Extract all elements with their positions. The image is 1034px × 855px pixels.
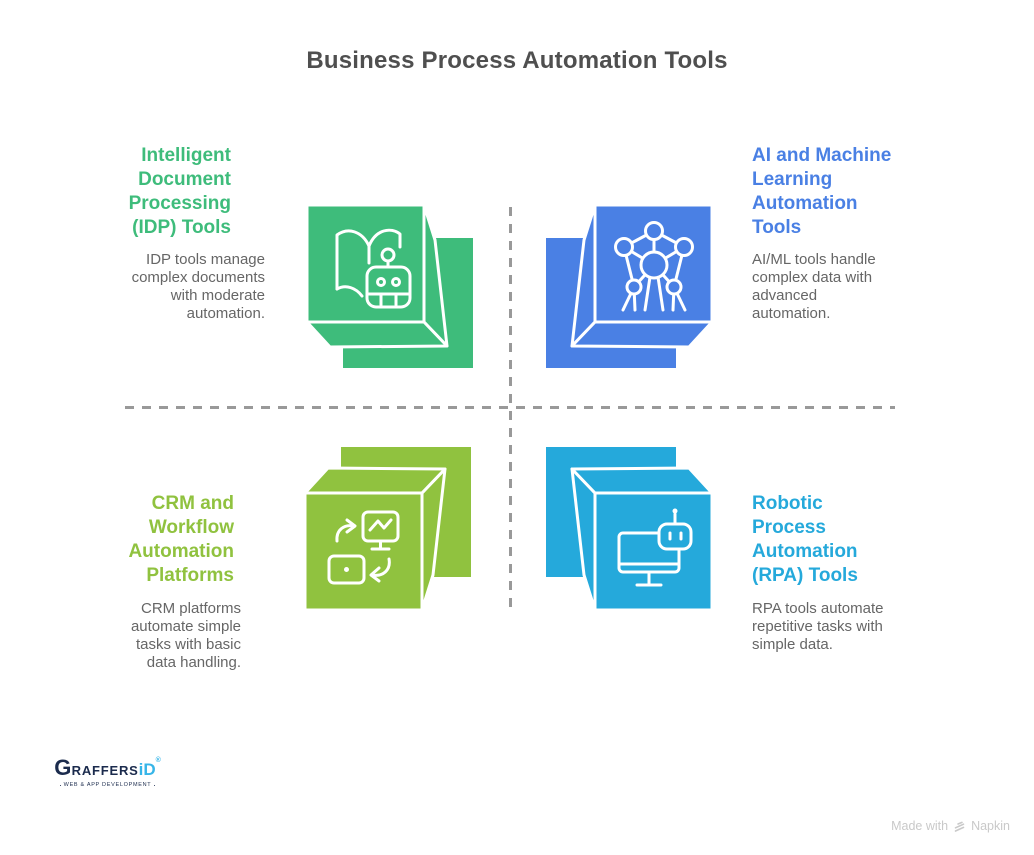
- logo-name: RAFFERS: [71, 763, 139, 778]
- idp-heading: Intelligent Document Processing (IDP) To…: [128, 145, 231, 238]
- idp-description: IDP tools manage complex documents with …: [131, 251, 265, 322]
- logo-tagline-row: WEB & APP DEVELOPMENT: [60, 782, 155, 788]
- crm-description: CRM platforms automate simple tasks with…: [130, 600, 241, 671]
- aiml-description: AI/ML tools handle complex data with adv…: [752, 251, 876, 322]
- rpa-description: RPA tools automate repetitive tasks with…: [752, 600, 884, 653]
- rpa-cube-illustration: [544, 445, 714, 612]
- crm-cube-illustration: [303, 445, 473, 612]
- book-robot-icon: [335, 228, 412, 309]
- registered-mark: ®: [155, 757, 161, 764]
- idp-cube-illustration: [305, 203, 475, 370]
- logo-tagline: WEB & APP DEVELOPMENT: [63, 782, 152, 788]
- aiml-cube-illustration: [544, 203, 714, 370]
- logo-initial: G: [54, 755, 72, 780]
- logo-accent: iD: [138, 760, 156, 779]
- napkin-icon: [953, 820, 966, 833]
- aiml-heading: AI and Machine Learning Automation Tools: [752, 145, 892, 238]
- monitor-robot-icon: [617, 508, 693, 587]
- page-title: Business Process Automation Tools: [306, 47, 728, 74]
- crm-heading: CRM and Workflow Automation Platforms: [128, 493, 234, 586]
- neural-network-icon: [614, 221, 694, 312]
- credit-prefix: Made with: [891, 819, 949, 833]
- divider-vertical: [509, 207, 512, 608]
- credit-brand: Napkin: [971, 819, 1010, 833]
- tagline-dash-right: [154, 784, 155, 786]
- napkin-credit: Made with Napkin: [891, 819, 1010, 833]
- rpa-heading: Robotic Process Automation (RPA) Tools: [752, 493, 858, 586]
- tagline-dash-left: [60, 784, 61, 786]
- workflow-cycle-icon: [327, 510, 400, 585]
